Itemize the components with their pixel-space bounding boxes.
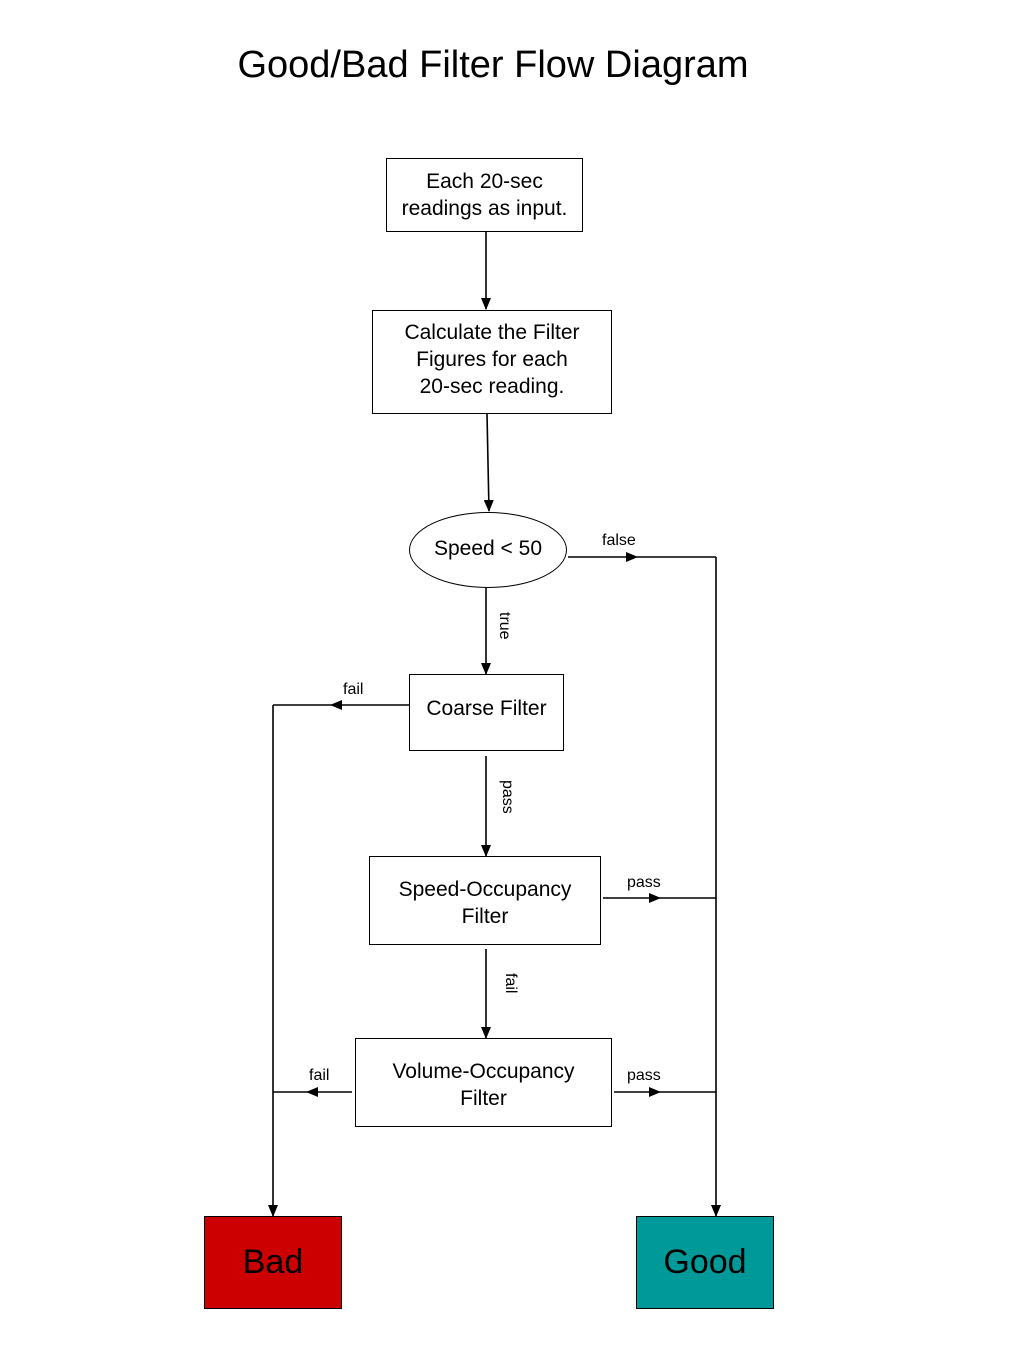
speed-occupancy-line-2: Filter	[461, 905, 509, 928]
calculate-node-line-3: 20-sec reading.	[419, 375, 565, 398]
coarse-filter-node: Coarse Filter	[409, 674, 564, 751]
edge-label-coarse-pass: pass	[499, 780, 516, 814]
edge-label-speed-true: true	[496, 612, 513, 640]
edge-label-coarse-fail: fail	[343, 681, 364, 698]
edge-label-speed-occupancy-pass: pass	[627, 874, 661, 891]
volume-occupancy-filter-node: Volume-Occupancy Filter	[355, 1038, 612, 1127]
speed-occupancy-line-1: Speed-Occupancy	[398, 878, 572, 901]
volume-occupancy-line-1: Volume-Occupancy	[392, 1060, 575, 1083]
edge-label-volume-pass: pass	[627, 1067, 661, 1084]
calculate-node-line-1: Calculate the Filter	[404, 321, 580, 344]
coarse-filter-label: Coarse Filter	[426, 697, 547, 720]
bad-terminal: Bad	[204, 1216, 342, 1309]
arrow-calculate-to-speed-check	[483, 413, 494, 512]
input-node-line-1: Each 20-sec	[426, 170, 543, 193]
speed-check-decision: Speed < 50	[409, 512, 567, 588]
input-node: Each 20-sec readings as input.	[386, 158, 583, 232]
edge-label-speed-occupancy-fail: fail	[502, 973, 519, 994]
diagram-title: Good/Bad Filter Flow Diagram	[237, 44, 749, 86]
good-terminal: Good	[636, 1216, 774, 1309]
calculate-node: Calculate the Filter Figures for each 20…	[372, 310, 612, 414]
volume-occupancy-line-2: Filter	[460, 1087, 507, 1110]
speed-occupancy-filter-node: Speed-Occupancy Filter	[369, 856, 601, 945]
edge-label-speed-false: false	[602, 532, 636, 549]
edge-label-volume-fail: fail	[309, 1067, 330, 1084]
calculate-node-line-2: Figures for each	[416, 348, 568, 371]
input-node-line-2: readings as input.	[401, 197, 568, 220]
